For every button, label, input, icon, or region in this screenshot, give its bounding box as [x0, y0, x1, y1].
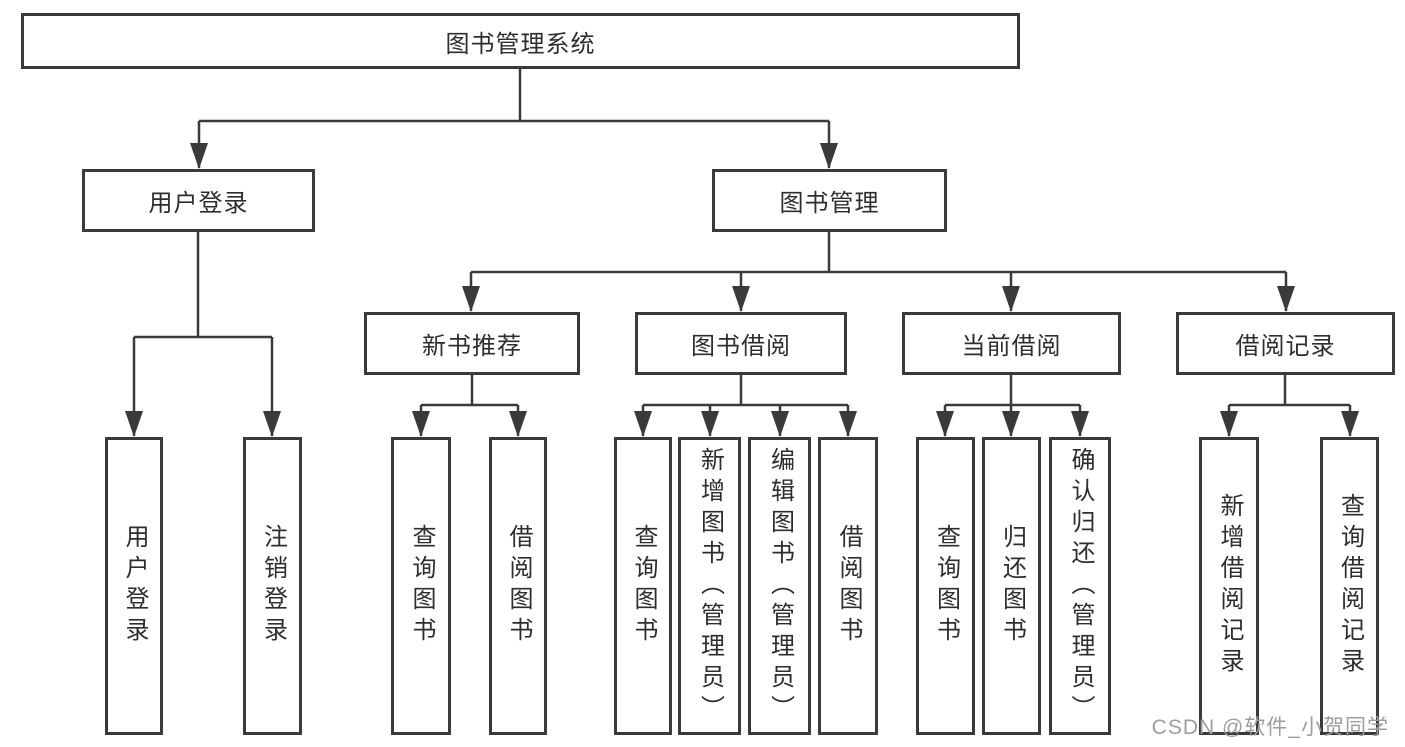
node-new-book-rec: 新书推荐	[364, 312, 580, 375]
leaf-bb-query-books: 查询图书	[614, 437, 672, 735]
leaf-br-query-record-label: 查询借阅记录	[1336, 493, 1364, 679]
leaf-bb-edit-book-admin-label: 编辑图书（管理员）	[766, 446, 794, 726]
leaf-bb-borrow-books: 借阅图书	[818, 437, 878, 735]
csdn-watermark: CSDN @软件_小贺同学	[1151, 716, 1389, 739]
leaf-bb-add-book-admin: 新增图书（管理员）	[678, 437, 741, 735]
leaf-cb-confirm-return-admin: 确认归还（管理员）	[1049, 437, 1111, 735]
node-user-login: 用户登录	[82, 169, 315, 232]
leaf-cb-query-books-label: 查询图书	[932, 524, 960, 648]
leaf-nbr-borrow-books: 借阅图书	[489, 437, 547, 735]
leaf-bb-add-book-admin-label: 新增图书（管理员）	[696, 446, 724, 726]
leaf-cb-return-books: 归还图书	[982, 437, 1041, 735]
leaf-bb-edit-book-admin: 编辑图书（管理员）	[748, 437, 811, 735]
node-current-borrow: 当前借阅	[902, 312, 1121, 375]
leaf-user-login: 用户登录	[105, 437, 163, 735]
leaf-cb-return-books-label: 归还图书	[998, 524, 1026, 648]
node-book-mgmt: 图书管理	[712, 169, 947, 232]
leaf-nbr-query-books: 查询图书	[391, 437, 451, 735]
leaf-nbr-query-books-label: 查询图书	[408, 524, 435, 648]
leaf-br-add-record-label: 新增借阅记录	[1216, 493, 1243, 679]
leaf-logout-label: 注销登录	[259, 524, 287, 648]
node-borrow-record: 借阅记录	[1176, 312, 1395, 375]
node-book-borrow: 图书借阅	[635, 312, 847, 375]
leaf-logout: 注销登录	[243, 437, 302, 735]
leaf-bb-query-books-label: 查询图书	[630, 524, 657, 648]
leaf-cb-query-books: 查询图书	[916, 437, 975, 735]
leaf-bb-borrow-books-label: 借阅图书	[835, 524, 862, 648]
leaf-br-add-record: 新增借阅记录	[1199, 437, 1259, 735]
leaf-user-login-label: 用户登录	[121, 524, 148, 648]
leaf-cb-confirm-return-admin-label: 确认归还（管理员）	[1067, 446, 1094, 726]
leaf-nbr-borrow-books-label: 借阅图书	[505, 524, 532, 648]
leaf-br-query-record: 查询借阅记录	[1320, 437, 1379, 735]
node-root: 图书管理系统	[21, 13, 1020, 69]
